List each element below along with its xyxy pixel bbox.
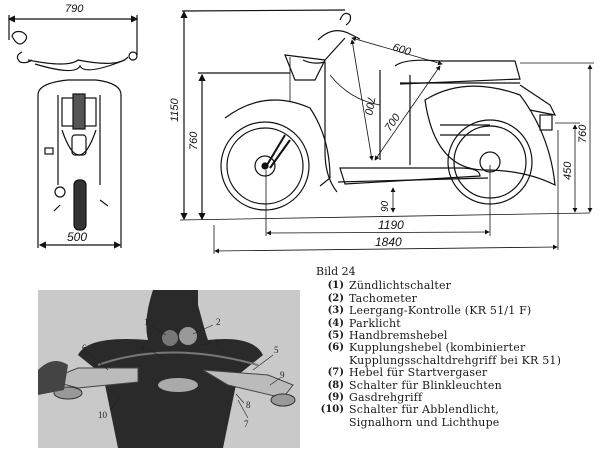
front-view-drawing: 790 500 xyxy=(7,3,139,249)
list-item: (3)Leergang-Kontrolle (KR 51/1 F) xyxy=(327,304,532,318)
svg-text:5: 5 xyxy=(274,345,279,355)
side-view-drawing: 1150 760 600 xyxy=(169,9,594,254)
list-item: (7)Hebel für Startvergaser xyxy=(327,366,488,380)
list-item-continuation: Signalhorn und Lichthupe xyxy=(349,415,500,429)
dim-ground-clearance: 90 xyxy=(380,200,391,212)
dim-tank-height: 760 xyxy=(188,131,200,150)
speedometer xyxy=(179,327,197,345)
callout-labels: 1 2 3 4 5 6 7 8 9 10 xyxy=(82,317,285,429)
dim-light-height: 450 xyxy=(562,161,574,180)
list-item: (8)Schalter für Blinkleuchten xyxy=(327,378,502,392)
technical-drawings: 790 500 1150 760 xyxy=(7,3,594,254)
svg-text:3: 3 xyxy=(214,338,219,348)
svg-text:1: 1 xyxy=(144,317,149,327)
dim-wheelbase: 1190 xyxy=(378,218,404,232)
ignition-switch xyxy=(162,330,178,346)
svg-text:7: 7 xyxy=(244,419,249,429)
dim-handlebar-seat: 600 xyxy=(391,41,413,58)
list-item: (5)Handbremshebel xyxy=(327,329,448,343)
dim-seat-floor: 700 xyxy=(383,111,404,134)
svg-text:10: 10 xyxy=(98,410,108,420)
list-item: (1)Zündlichtschalter xyxy=(327,279,452,293)
handlebar-photo: 1 2 3 4 5 6 7 8 9 10 xyxy=(38,290,300,448)
list-item: (9)Gasdrehgriff xyxy=(327,391,423,405)
svg-text:8: 8 xyxy=(246,400,251,410)
dim-handlebar-floor: 700 xyxy=(362,95,377,116)
list-item: (10)Schalter für Abblendlicht, xyxy=(320,403,500,417)
svg-text:9: 9 xyxy=(280,370,285,380)
list-item: (6)Kupplungshebel (kombinierter xyxy=(327,341,526,355)
dim-total-length: 1840 xyxy=(375,235,402,249)
figure-caption: Bild 24 (1)Zündlichtschalter (2)Tachomet… xyxy=(316,265,562,429)
list-item-continuation: Kupplungsschaltdrehgriff bei KR 51) xyxy=(349,353,562,367)
svg-text:4: 4 xyxy=(140,343,145,353)
dim-front-width-bottom: 500 xyxy=(67,230,87,244)
svg-text:6: 6 xyxy=(82,343,87,353)
dim-front-width-top: 790 xyxy=(65,3,84,15)
figure-title: Bild 24 xyxy=(316,265,356,278)
list-item: (4)Parklicht xyxy=(327,316,401,330)
svg-text:2: 2 xyxy=(216,317,221,327)
list-item: (2)Tachometer xyxy=(327,291,418,305)
dim-seat-height: 760 xyxy=(577,124,589,143)
headlight-housing xyxy=(78,290,263,448)
dim-total-height: 1150 xyxy=(169,97,181,122)
